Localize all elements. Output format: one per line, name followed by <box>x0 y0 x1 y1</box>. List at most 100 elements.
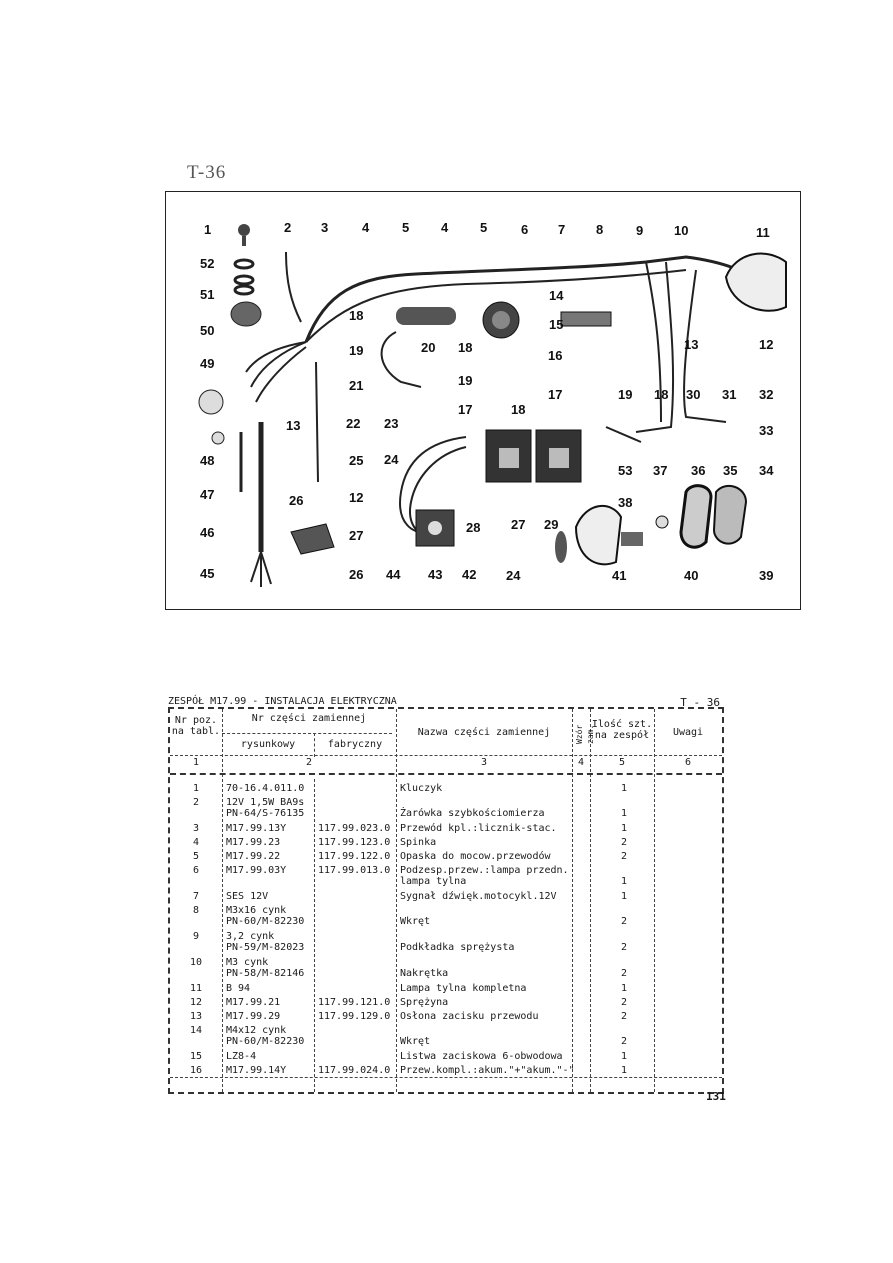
callout-39: 39 <box>759 568 773 583</box>
callout-13: 13 <box>286 418 300 433</box>
row-factory-number: 117.99.122.0 <box>318 851 391 862</box>
row-drawing-number: B 94 <box>226 983 251 994</box>
callout-16: 16 <box>548 348 562 363</box>
row-factory-number: 117.99.121.0 <box>318 997 391 1008</box>
callout-15: 15 <box>549 317 563 332</box>
row-drawing-number: M17.99.23 <box>226 837 281 848</box>
column-number-6: 6 <box>684 757 692 768</box>
key-icon <box>238 224 250 246</box>
header-nr-czesci: Nr części zamiennej <box>251 713 367 724</box>
callout-10: 10 <box>674 223 688 238</box>
callout-36: 36 <box>691 463 705 478</box>
callout-38: 38 <box>618 495 632 510</box>
row-position: 7 <box>192 891 200 902</box>
callout-32: 32 <box>759 387 773 402</box>
row-position: 4 <box>192 837 200 848</box>
row-drawing-number: 12V 1,5W BA9s PN-64/S-76135 <box>226 797 305 819</box>
callout-24: 24 <box>384 452 399 467</box>
callout-47: 47 <box>200 487 214 502</box>
row-quantity: 2 <box>620 1011 628 1022</box>
row-position: 3 <box>192 823 200 834</box>
callout-53: 53 <box>618 463 632 478</box>
table-title-line: ZESPÓŁ M17.99 - INSTALACJA ELEKTRYCZNA T… <box>168 696 724 712</box>
callout-7: 7 <box>558 222 565 237</box>
row-quantity: 1 <box>620 808 628 819</box>
row-drawing-number: LZ8-4 <box>226 1051 257 1062</box>
row-quantity: 1 <box>620 823 628 834</box>
row-quantity: 2 <box>620 851 628 862</box>
row-position: 5 <box>192 851 200 862</box>
row-part-name: Osłona zacisku przewodu <box>400 1011 539 1022</box>
header-ilosc: Ilość szt. na zespół <box>591 719 653 741</box>
callout-18c: 18 <box>654 387 668 402</box>
callout-41: 41 <box>612 568 626 583</box>
callout-40: 40 <box>684 568 698 583</box>
row-quantity: 1 <box>620 1065 628 1076</box>
row-drawing-number: 70-16.4.011.0 <box>226 783 305 794</box>
callout-33: 33 <box>759 423 773 438</box>
row-part-name: Listwa zaciskowa 6-obwodowa <box>400 1051 563 1062</box>
callout-9: 9 <box>636 223 643 238</box>
column-number-2: 2 <box>305 757 313 768</box>
row-part-name: Przewód kpl.:licznik-stac. <box>400 823 557 834</box>
row-part-name: Wkręt <box>400 916 431 927</box>
row-part-name: Nakrętka <box>400 968 449 979</box>
header-uwagi: Uwagi <box>672 727 704 738</box>
column-number-1: 1 <box>192 757 200 768</box>
callout-18d: 18 <box>511 402 525 417</box>
row-position: 9 <box>192 931 200 942</box>
row-quantity: 2 <box>620 997 628 1008</box>
wiring-diagram-drawing: 1 2 3 4 5 4 5 6 7 8 9 10 11 52 51 50 49 … <box>198 220 787 587</box>
row-quantity: 2 <box>620 837 628 848</box>
parts-table: Nr poz. na tabl. Nr części zamiennej rys… <box>168 707 724 1094</box>
column-number-4: 4 <box>577 757 585 768</box>
callout-19b: 19 <box>458 373 472 388</box>
callout-11: 11 <box>756 225 770 240</box>
row-drawing-number: 3,2 cynk PN-59/M-82023 <box>226 931 305 953</box>
row-quantity: 1 <box>620 891 628 902</box>
callout-46: 46 <box>200 525 214 540</box>
row-drawing-number: M17.99.14Y <box>226 1065 287 1076</box>
row-quantity: 1 <box>620 876 628 887</box>
row-quantity: 1 <box>620 1051 628 1062</box>
row-position: 8 <box>192 905 200 916</box>
callout-29: 29 <box>544 517 558 532</box>
row-part-name: Żarówka szybkościomierza <box>400 808 545 819</box>
row-part-name: Wkręt <box>400 1036 431 1047</box>
row-quantity: 2 <box>620 1036 628 1047</box>
exploded-parts-diagram: 1 2 3 4 5 4 5 6 7 8 9 10 11 52 51 50 49 … <box>165 191 801 610</box>
callout-30: 30 <box>686 387 700 402</box>
row-part-name: Przew.kompl.:akum."+"akum."-" <box>400 1065 575 1076</box>
row-position: 12 <box>189 997 203 1008</box>
callout-14: 14 <box>549 288 564 303</box>
callout-50: 50 <box>200 323 214 338</box>
header-nazwa: Nazwa części zamiennej <box>417 727 551 738</box>
callout-52: 52 <box>200 256 214 271</box>
callout-31: 31 <box>722 387 736 402</box>
column-number-3: 3 <box>480 757 488 768</box>
row-quantity: 1 <box>620 983 628 994</box>
callout-19c: 19 <box>618 387 632 402</box>
callout-8: 8 <box>596 222 603 237</box>
callout-3: 3 <box>321 220 328 235</box>
callout-21: 21 <box>349 378 363 393</box>
callout-42: 42 <box>462 567 476 582</box>
row-part-name: Spinka <box>400 837 437 848</box>
callout-18b: 18 <box>458 340 472 355</box>
callout-51: 51 <box>200 287 214 302</box>
row-position: 16 <box>189 1065 203 1076</box>
row-position: 14 <box>189 1025 203 1036</box>
row-part-name: Kluczyk <box>400 783 443 794</box>
header-wzor: Wzór zam. <box>575 724 595 744</box>
callout-28: 28 <box>466 520 480 535</box>
row-factory-number: 117.99.013.0 <box>318 865 391 876</box>
callout-27: 27 <box>349 528 363 543</box>
row-position: 13 <box>189 1011 203 1022</box>
row-position: 2 <box>192 797 200 808</box>
row-part-name: Podkładka sprężysta <box>400 942 515 953</box>
row-position: 11 <box>189 983 203 994</box>
row-factory-number: 117.99.024.0 <box>318 1065 391 1076</box>
row-position: 10 <box>189 957 203 968</box>
callout-4b: 4 <box>441 220 449 235</box>
callout-25: 25 <box>349 453 363 468</box>
